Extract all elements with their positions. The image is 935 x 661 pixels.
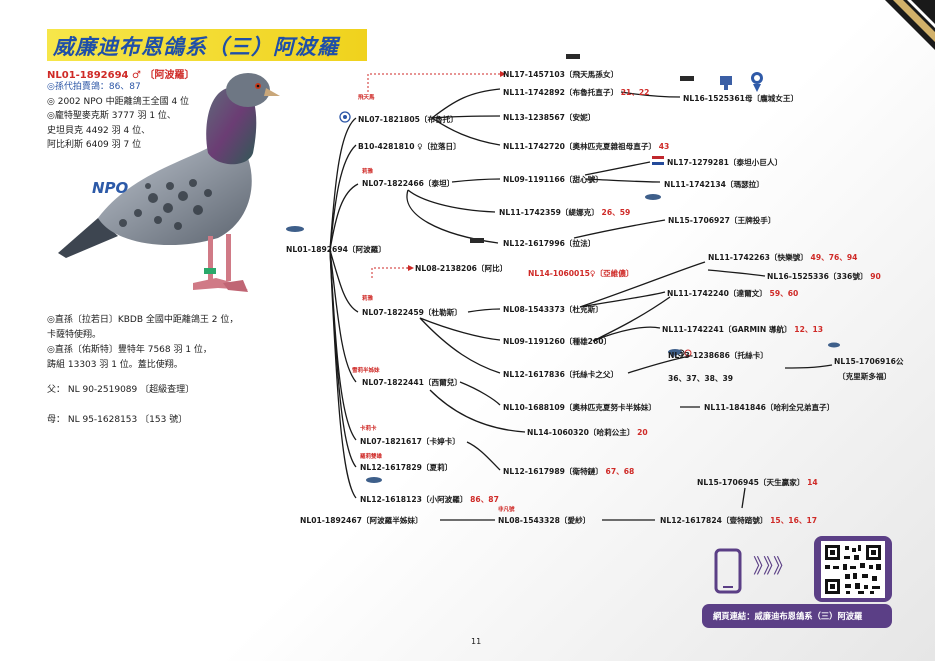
npo-logo: NPO	[92, 179, 129, 197]
bird-ring: NL01-1892694	[47, 70, 129, 81]
page-title: 威廉迪布恩鴿系（三）阿波羅	[53, 35, 339, 59]
offspring-line: ◎直孫〔佑斯特〕豐特年 7568 羽 1 位，	[47, 345, 212, 355]
mother-line: 母： NL 95-1628153 〔153 號〕	[47, 415, 188, 425]
pedigree-node: NL11-1742241〔GARMIN 導航〕 12、13	[662, 325, 824, 334]
pedigree-node: NL16-1525336〔336號〕 90	[767, 272, 881, 281]
pedigree-node: NL12-1618123〔小阿波羅〕 86、87	[360, 495, 499, 504]
pedigree-node: NL12-1617996〔拉法〕	[503, 239, 596, 248]
info-line: ◎龐特聖麥克斯 3777 羽 1 位、	[47, 111, 176, 121]
pedigree-tag: 卡莉卡	[360, 426, 377, 432]
pedigree-node: NL11-1841846〔哈利全兄弟直子〕	[704, 403, 835, 412]
pedigree-node: NL15-1706945〔天生贏家〕 14	[697, 478, 818, 487]
pedigree-tag: 莉雅	[362, 169, 374, 175]
bird-sex-symbol: ♂	[132, 70, 141, 81]
pedigree-node: NL11-1742263〔快樂號〕 49、76、94	[708, 253, 858, 262]
pedigree-node: NL08-1543373〔杜克斯〕	[503, 305, 603, 314]
pedigree-node: NL14-1060320〔哈莉公主〕 20	[527, 428, 648, 437]
pedigree-node: 〔克里斯多福〕	[838, 372, 892, 381]
info-line: 史坦貝克 4492 羽 4 位、	[47, 125, 151, 136]
father-line: 父： NL 90-2519089 〔超級查理〕	[47, 385, 195, 395]
page-number: 11	[471, 637, 482, 646]
pedigree-node: NL10-1688109〔奧林匹克夏努卡半姊妹〕	[503, 403, 657, 412]
pedigree-node: NL15-1706927〔王牌投手〕	[668, 216, 776, 225]
pedigree-node: NL07-1821617〔卡婷卡〕	[360, 437, 460, 446]
bird-heading: NL01-1892694 ♂ 〔阿波羅〕	[47, 66, 194, 81]
bird-info: ◎孫代拍賣鴿：86、87 ◎ 2002 NPO 中距離鴿王全國 4 位 ◎龐特聖…	[47, 80, 189, 153]
pedigree-node: NL07-1821805〔布魯托〕	[358, 115, 458, 124]
pedigree-node: B10-4281810 ♀〔拉落日〕	[358, 142, 461, 151]
pedigree-node: NL15-1706916公	[834, 357, 904, 366]
pedigree-tag: 羅莉雙雄	[360, 454, 383, 460]
pedigree-node: NL12-1617824〔壹特踏號〕 15、16、17	[660, 516, 818, 525]
offspring-line: ◎直孫〔拉若日〕KBDB 全國中距離鴿王 2 位，	[47, 315, 239, 325]
info-line: ◎ 2002 NPO 中距離鴿王全國 4 位	[47, 96, 190, 107]
pedigree-node: NL01-1892467〔阿波羅半姊妹〕	[300, 516, 423, 525]
bird-name: 〔阿波羅〕	[144, 70, 195, 81]
info-line: ◎孫代拍賣鴿：86、87	[47, 82, 141, 92]
corner-decoration	[885, 0, 935, 50]
pedigree-node: NL11-1742359〔緹娜克〕 26、59	[499, 208, 631, 217]
pedigree-node: NL11-1742720〔奧林匹克夏雜祖母直子〕 43	[503, 142, 670, 151]
pedigree-node: NL16-1525361母〔龐城女王〕	[683, 94, 799, 103]
pedigree-node: NL14-1060015♀〔亞維儂〕	[528, 269, 634, 278]
pedigree-node: NL07-1822441〔西爾兒〕	[362, 378, 462, 387]
pedigree-node: NL12-1617836〔托絲卡之父〕	[503, 370, 619, 379]
pedigree-node: NL11-1742892〔布魯托直子〕 21、22	[503, 88, 650, 97]
link-panel	[702, 536, 892, 628]
pedigree-node: NL07-1822466〔泰坦〕	[362, 179, 455, 188]
web-link[interactable]: 網頁連結：威廉迪布恩鴿系（三）阿波羅	[713, 611, 863, 621]
title-banner	[47, 29, 367, 61]
pedigree-node: NL09-1191166〔甜心號〕	[503, 175, 603, 184]
pedigree-node-numbers: 36、37、38、39	[668, 374, 734, 383]
pedigree-tag: 飛天馬	[358, 95, 375, 101]
pedigree-node: NL08-2138206〔阿比〕	[415, 264, 508, 273]
pedigree-node: NL17-1279281〔泰坦小巨人〕	[667, 158, 783, 167]
pedigree-node: NL13-1238686〔托絲卡〕	[668, 351, 768, 360]
pigeon-photo	[58, 73, 280, 292]
offspring-info: ◎直孫〔拉若日〕KBDB 全國中距離鴿王 2 位， 卡薩特使翔。 ◎直孫〔佑斯特…	[47, 313, 238, 373]
arrows-icon: 》》》	[753, 554, 793, 578]
pedigree-node: NL12-1617829〔夏莉〕	[360, 463, 453, 472]
pedigree-node: NL09-1191260〔種雄260〕	[503, 337, 612, 346]
pedigree-node: NL07-1822459〔杜勒斯〕	[362, 308, 462, 317]
pedigree-node: NL13-1238567〔安妮〕	[503, 113, 596, 122]
pedigree-node: NL11-1742134〔瑪瑟拉〕	[664, 180, 764, 189]
pedigree-node: NL17-1457103〔飛天馬孫女〕	[503, 70, 619, 79]
info-line: 阿比利斯 6409 羽 7 位	[47, 140, 142, 150]
pedigree-node: NL11-1742240〔達爾文〕 59、60	[667, 289, 799, 298]
pedigree-node: NL08-1543328〔愛紗〕	[498, 516, 591, 525]
pedigree-tag: 非凡號	[498, 507, 515, 513]
pedigree-node: NL12-1617989〔衛特鏈〕 67、68	[503, 467, 635, 476]
pedigree-tag: 莉雅	[362, 296, 374, 302]
offspring-line: 卡薩特使翔。	[47, 330, 102, 340]
pedigree-tag: 雪莉半姊妹	[352, 368, 380, 374]
pedigree-root: NL01-1892694〔阿波羅〕	[286, 245, 386, 254]
offspring-line: 踌組 13303 羽 1 位。蓋比使翔。	[47, 360, 183, 370]
